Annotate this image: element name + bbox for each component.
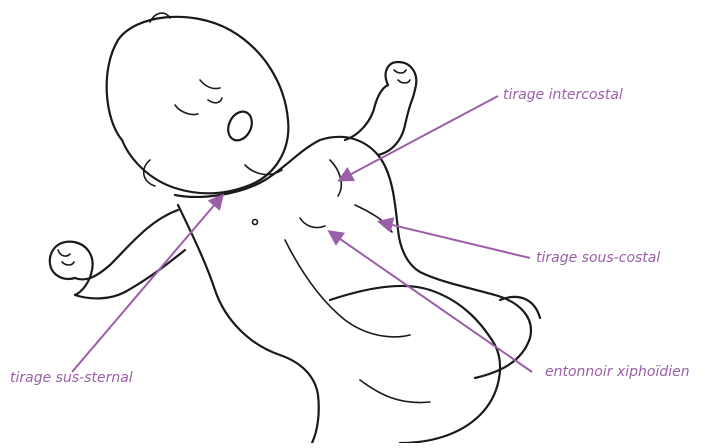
label-tirage-sous-costal: tirage sous-costal	[536, 251, 660, 265]
label-tirage-intercostal: tirage intercostal	[503, 88, 623, 102]
baby-subcostal-line	[355, 205, 392, 232]
baby-xiphoid-dimple	[300, 218, 325, 228]
baby-mouth	[224, 108, 257, 144]
arrow-xiphoidien	[330, 232, 532, 372]
label-tirage-sus-sternal: tirage sus-sternal	[10, 371, 133, 385]
arrow-intercostal	[340, 96, 498, 180]
baby-left-arm	[75, 210, 178, 279]
baby-diaper-fold	[360, 380, 430, 403]
baby-head	[107, 17, 289, 194]
baby-nipple	[253, 220, 258, 225]
baby-left-fingers	[58, 250, 74, 265]
baby-left-side	[178, 205, 319, 443]
baby-right-arm-lower	[378, 100, 412, 155]
baby-nose	[208, 98, 222, 103]
label-entonnoir-xiphoidien: entonnoir xiphoïdien	[545, 365, 690, 379]
baby-left-eye	[175, 105, 198, 115]
baby-ear	[144, 160, 155, 186]
arrow-sus-sternal	[72, 196, 222, 372]
baby-left-fist	[50, 242, 93, 295]
baby-belly	[285, 240, 410, 337]
baby-right-arm	[345, 85, 388, 140]
baby-right-fist	[386, 62, 417, 100]
baby-right-fingers	[394, 70, 410, 83]
baby-rib-line	[330, 160, 341, 196]
baby-diaper	[330, 286, 500, 443]
baby-right-eye	[200, 80, 220, 89]
